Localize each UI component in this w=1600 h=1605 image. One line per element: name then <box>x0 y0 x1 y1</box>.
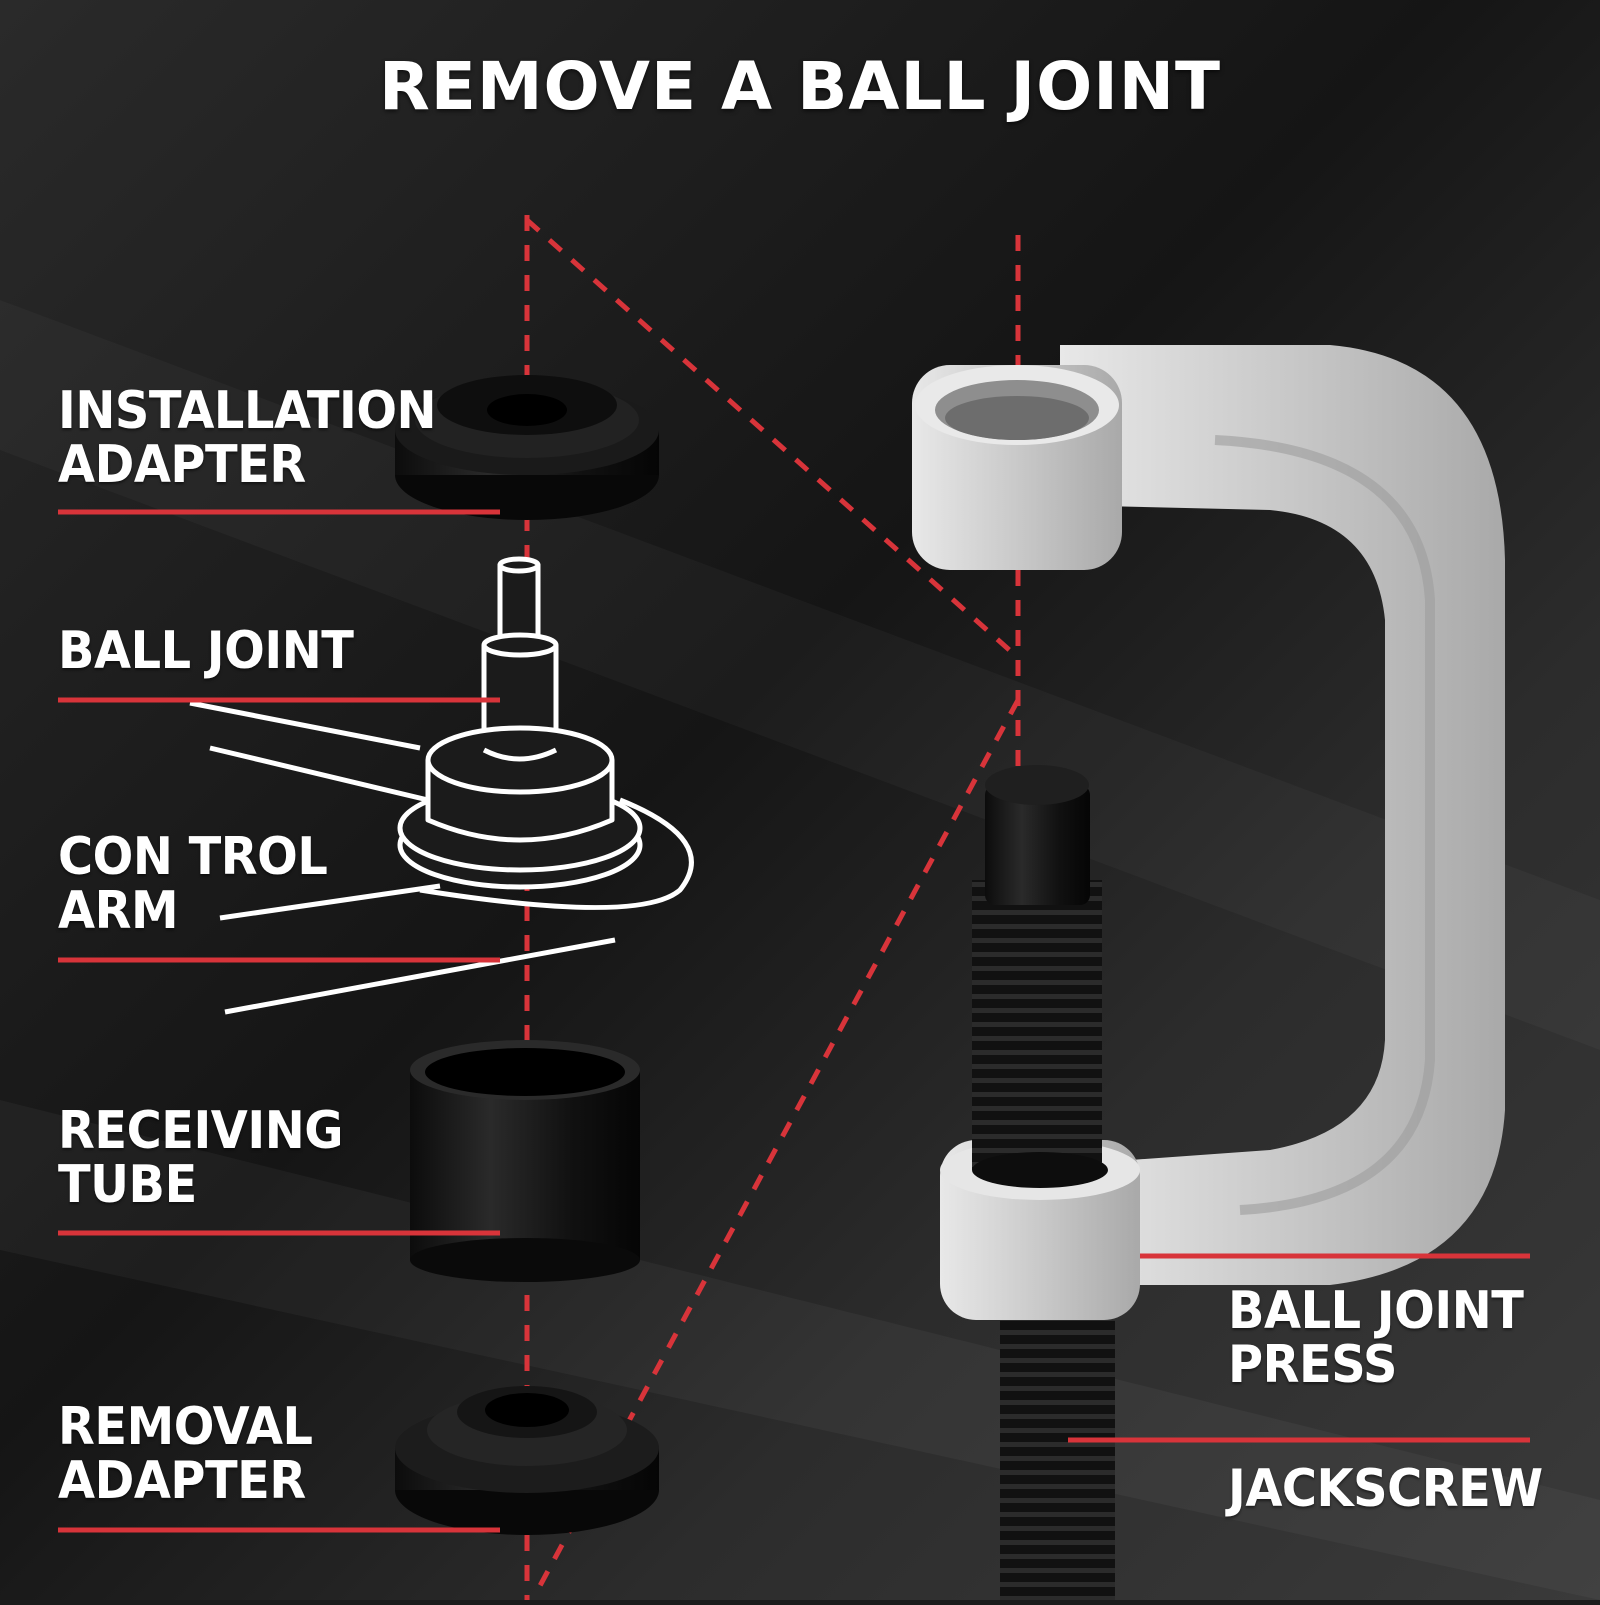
ball-joint-graphic <box>189 556 694 1015</box>
label-line: JACKSCREW <box>1228 1459 1543 1519</box>
label-line: ADAPTER <box>58 435 306 495</box>
label-ball-joint-press: BALL JOINT PRESS <box>1228 1281 1524 1395</box>
label-line: RECEIVING <box>58 1101 344 1161</box>
installation-adapter-graphic <box>395 375 659 520</box>
jackscrew-graphic <box>972 765 1115 1600</box>
label-line: BALL JOINT <box>1228 1281 1524 1341</box>
label-receiving-tube: RECEIVING TUBE <box>58 1101 344 1215</box>
label-removal-adapter: REMOVAL ADAPTER <box>58 1400 313 1508</box>
label-line: TUBE <box>58 1155 197 1215</box>
label-jackscrew: JACKSCREW <box>1228 1462 1543 1516</box>
label-line: CON TROL <box>58 827 328 887</box>
receiving-tube-graphic <box>410 1040 640 1282</box>
label-line: REMOVAL <box>58 1397 313 1457</box>
leader-lines <box>58 509 1530 1533</box>
label-line: INSTALLATION <box>58 381 437 441</box>
label-line: PRESS <box>1228 1335 1398 1395</box>
label-installation-adapter: INSTALLATION ADAPTER <box>58 381 437 495</box>
label-line: ARM <box>58 881 179 941</box>
label-control-arm: CON TROL ARM <box>58 827 328 941</box>
label-line: BALL JOINT <box>58 621 354 681</box>
label-ball-joint: BALL JOINT <box>58 621 354 681</box>
label-line: ADAPTER <box>58 1451 306 1511</box>
removal-adapter-graphic <box>395 1386 659 1535</box>
page-title: REMOVE A BALL JOINT <box>378 48 1222 125</box>
ball-joint-press-graphic <box>912 345 1505 1320</box>
